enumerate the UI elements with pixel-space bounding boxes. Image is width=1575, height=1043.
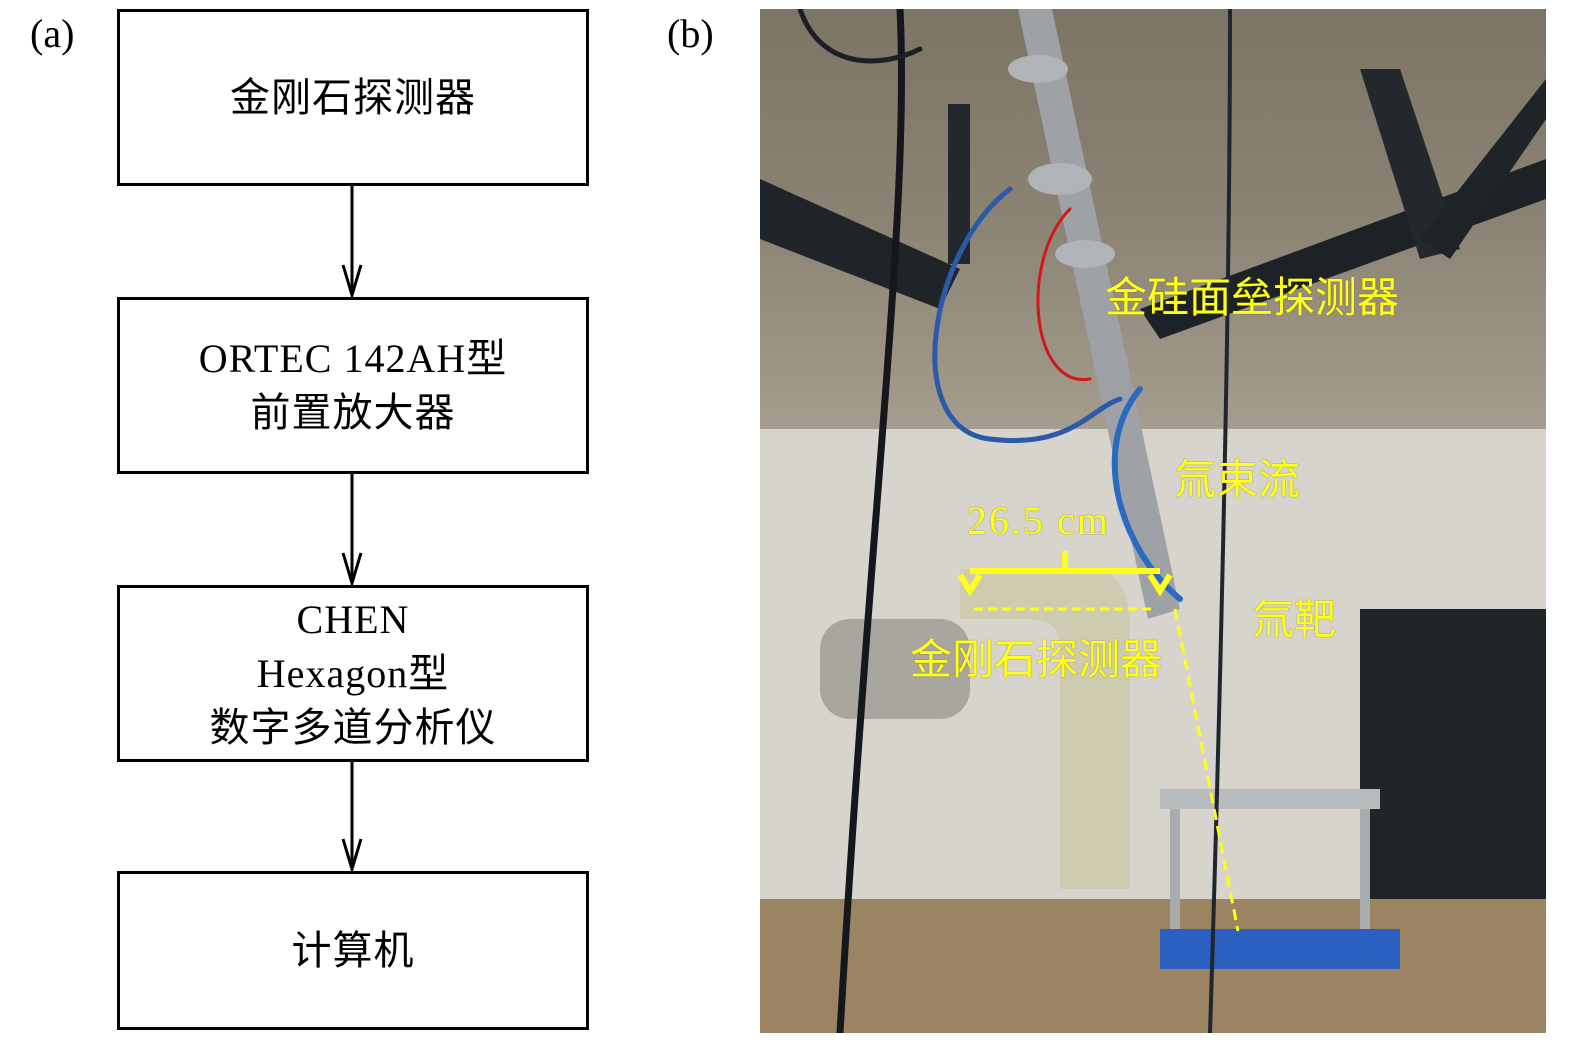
flow-box-text: 金刚石探测器	[230, 74, 476, 120]
tank	[820, 619, 970, 719]
flow-box-computer: 计算机	[117, 871, 589, 1030]
annotation-diamond-detector: 金刚石探测器	[910, 635, 1163, 684]
experiment-photo: 金硅面垒探测器 氚束流 26.5 cm 氚靶 金刚石探测器	[760, 9, 1546, 1033]
dark-doorway	[1360, 609, 1546, 909]
distance-marker	[957, 551, 1240, 932]
annotation-distance: 26.5 cm	[967, 498, 1110, 543]
cables	[797, 9, 1232, 1033]
photo-scene	[760, 9, 1546, 1033]
annotation-gold-silicon-detector: 金硅面垒探测器	[1105, 273, 1400, 322]
flow-box-mca: CHEN Hexagon型 数字多道分析仪	[117, 585, 589, 762]
flow-box-text: CHEN	[296, 596, 410, 642]
flow-box-text: Hexagon型	[256, 650, 450, 696]
panel-a-label: (a)	[30, 11, 75, 56]
flow-box-text: 数字多道分析仪	[209, 704, 497, 750]
flow-box-text: 前置放大器	[250, 389, 456, 435]
flow-box-text: ORTEC 142AH型	[198, 335, 508, 381]
vertical-axis-line	[1173, 608, 1240, 932]
flow-box-diamond-detector: 金刚石探测器	[117, 9, 589, 186]
flow-arrow-1	[341, 186, 363, 301]
blue-base	[1160, 929, 1400, 969]
flow-box-preamplifier: ORTEC 142AH型 前置放大器	[117, 297, 589, 474]
distance-arrow-left	[957, 573, 983, 597]
beam-pipe	[1018, 9, 1180, 619]
ceiling-beams	[760, 69, 1546, 339]
bench-top	[1160, 789, 1380, 809]
duct-arch	[960, 569, 1130, 889]
annotation-argon-beam: 氚束流	[1174, 455, 1301, 504]
floor	[760, 899, 1546, 1033]
flow-arrow-3	[341, 762, 363, 875]
flow-box-text: 计算机	[291, 927, 415, 973]
panel-b-label: (b)	[667, 11, 714, 56]
distance-arrow-right	[1147, 573, 1173, 597]
annotation-target: 氚靶	[1252, 595, 1337, 644]
flow-arrow-2	[341, 474, 363, 589]
